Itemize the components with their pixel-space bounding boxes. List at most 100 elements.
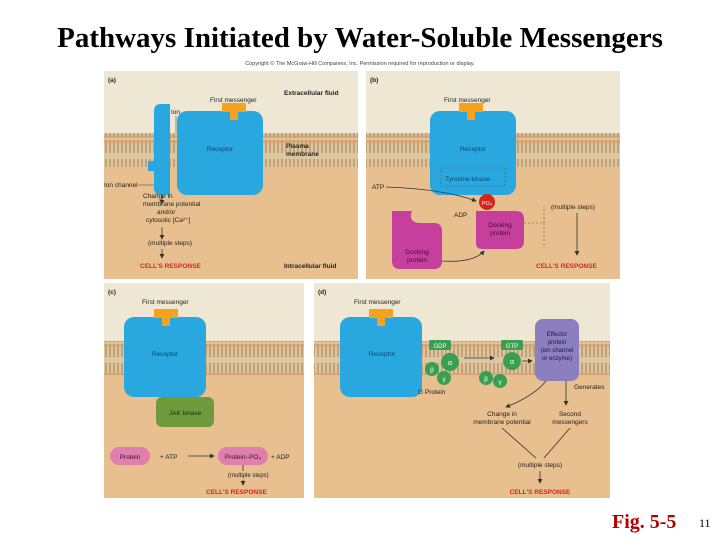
g-alpha-inactive [441,353,459,371]
jak-kinase-label: JAK kinase [169,410,202,417]
panel-d-cells-response: CELL'S RESPONSE [510,489,571,496]
panel-d-receptor-shape [340,317,422,397]
panel-a-change-label-3: and/or [157,209,176,216]
panel-b-dashed-connector [524,206,545,246]
panel-d: (d) First messenger Receptor GDP α β γ G… [314,283,610,498]
g-alpha-inactive-label: α [448,360,452,367]
plasma-membrane-label-2: membrane [286,151,319,158]
panel-c-letter: (c) [108,289,116,296]
gdp-label: GDP [433,344,446,350]
panel-b-docking-free-label-1: Docking [405,249,429,256]
panel-a-first-messenger-shape [222,103,246,120]
panel-c-cells-response: CELL'S RESPONSE [206,489,267,496]
panel-d-converge-right [543,427,571,459]
panel-d-change-label-1: Change in [487,411,517,418]
g-gamma-active [493,374,507,388]
panel-d-first-messenger-shape [369,309,393,326]
panel-a: (a) First messenger Extracellular fluid … [104,71,358,279]
panel-a-multiple-steps: (multiple steps) [148,240,192,247]
ion-label: Ion [171,109,180,116]
panel-b-docking-protein-free [392,211,442,269]
pathways-diagram: (a) First messenger Extracellular fluid … [104,71,620,498]
panel-a-cells-response: CELL'S RESPONSE [140,263,201,270]
panel-b-docking-label-2: protein [490,230,510,237]
ion-channel-label: Ion channel [104,182,138,189]
tyrosine-kinase-label: Tyrosine kinase [445,176,491,183]
panel-b: (b) First messenger Receptor Tyrosine ki… [366,71,620,279]
g-alpha-active-label: α [510,359,514,366]
panel-c-first-messenger-label: First messenger [142,299,189,306]
g-gamma-inactive-label: γ [442,376,446,383]
panel-c-receptor-label: Receptor [152,351,179,358]
panel-c-first-messenger-shape [154,309,178,326]
g-beta-inactive-label: β [430,367,434,374]
panel-b-docking-protein-bound [476,211,524,249]
slide-title: Pathways Initiated by Water-Soluble Mess… [57,22,663,54]
signaling-pathways-figure: (a) First messenger Extracellular fluid … [104,71,620,498]
panel-c-protein-label: Protein [120,454,141,461]
copyright-notice: Copyright © The McGraw-Hill Companies, I… [245,61,475,67]
generates-label: Generates [574,384,605,391]
effector-to-membrane-arrow [505,380,547,408]
panel-b-adp-label: ADP [454,212,467,219]
panel-c: (c) First messenger Receptor JAK kinase … [104,283,304,498]
panel-a-change-label-1: Change in [143,193,173,200]
panel-c-plus-atp: + ATP [160,454,177,461]
panel-c-protein-po4-shape [218,447,268,465]
effector-label-4: or enzyme) [542,356,572,362]
g-beta-inactive [425,362,439,376]
effector-label-3: (ion channel [541,348,574,354]
panel-a-letter: (a) [108,77,116,84]
panel-c-plus-adp: + ADP [271,454,290,461]
g-alpha-active [503,352,521,370]
plasma-membrane-label-1: Plasma [286,143,309,150]
panel-a-change-label-2: membrane potential [143,201,201,208]
g-gamma-inactive [437,371,451,385]
g-protein-label: G Protein [418,389,446,396]
panel-b-po4-label: PO₄ [482,201,493,207]
panel-b-docking-free-label-2: protein [407,257,427,264]
tyrosine-kinase-region [440,167,506,187]
panel-a-first-messenger-label: First messenger [210,97,257,104]
panel-d-receptor-label: Receptor [369,351,396,358]
panel-b-first-messenger-shape [459,103,483,120]
intracellular-fluid-label: Intracellular fluid [284,263,336,270]
panel-d-letter: (d) [318,289,326,296]
slide-number: 11 [699,516,711,530]
panel-b-cells-response: CELL'S RESPONSE [536,263,597,270]
effector-protein-shape [535,319,579,381]
panel-b-docking-arrow [441,250,485,262]
jak-kinase-shape [156,397,214,427]
g-beta-active-label: β [484,376,488,383]
ion-channel-shape [148,104,170,195]
panel-a-receptor-shape [177,111,263,195]
panel-b-multiple-steps: (multiple steps) [551,204,595,211]
panel-b-atp-arrow [385,186,477,202]
panel-d-multiple-steps: (multiple steps) [518,462,562,469]
panel-d-converge-left [501,427,537,459]
g-beta-active [479,371,493,385]
panel-b-letter: (b) [370,77,378,84]
panel-d-first-messenger-label: First messenger [354,299,401,306]
panel-c-protein-po4-label: Protein–PO₄ [225,454,262,461]
panel-d-change-label-2: membrane potential [473,419,531,426]
panel-b-atp-label: ATP [372,184,384,191]
panel-c-receptor-shape [124,317,206,397]
gdp-shape [429,340,451,350]
panel-b-receptor-shape [430,111,516,195]
panel-b-po4-shape [479,194,495,210]
extracellular-fluid-label: Extracellular fluid [284,90,339,97]
panel-c-protein-shape [110,447,150,465]
figure-label: Fig. 5-5 [612,511,677,533]
panel-b-receptor-label: Receptor [460,146,487,153]
panel-a-change-label-4: cytosolic [Ca²⁺] [146,217,190,224]
panel-b-docking-label-1: Docking [488,222,512,229]
effector-label-1: Effector [547,332,568,338]
gtp-shape [501,340,523,350]
effector-label-2: protein [548,340,566,346]
second-messenger-label-1: Second [559,411,581,418]
panel-c-multiple-steps: (multiple steps) [228,473,269,479]
gtp-label: GTP [506,344,518,350]
second-messenger-label-2: messengers [552,419,588,426]
g-gamma-active-label: γ [498,379,502,386]
